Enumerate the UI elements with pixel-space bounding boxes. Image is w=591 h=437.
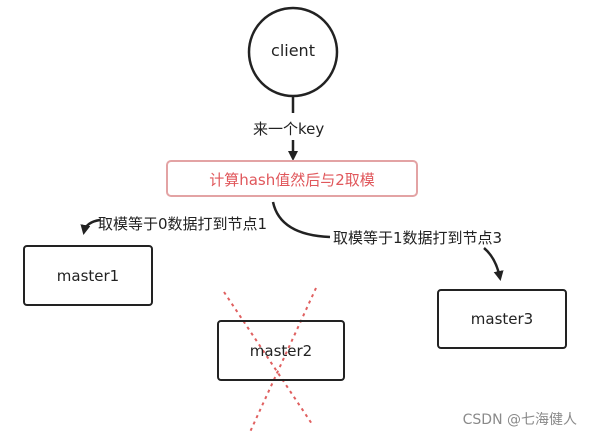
master3-label: master3 [470,310,534,328]
master2-cross-line-b [249,287,317,433]
client-label: client [271,41,315,60]
edge-hash-to-master3 [271,201,331,239]
master2-cross-line-a [223,291,313,425]
client-node [247,6,339,98]
edge-hash-to-master1 [80,218,101,235]
edge-right-label: 取模等于1数据打到节点3 [333,229,503,247]
master1-node: master1 [23,245,153,306]
master2-label: master2 [249,341,313,360]
edge-left-label: 取模等于0数据打到节点1 [98,215,268,233]
master1-label: master1 [56,266,120,285]
master3-node: master3 [437,289,567,349]
edge-top-label: 来一个key [253,120,325,138]
hash-box [166,160,418,197]
edge-hash-to-master3-lower [483,247,504,281]
master2-node: master2 [217,320,345,381]
watermark: CSDN @七海健人 [462,412,577,428]
hash-box-label: 计算hash值然后与2取模 [209,171,375,189]
